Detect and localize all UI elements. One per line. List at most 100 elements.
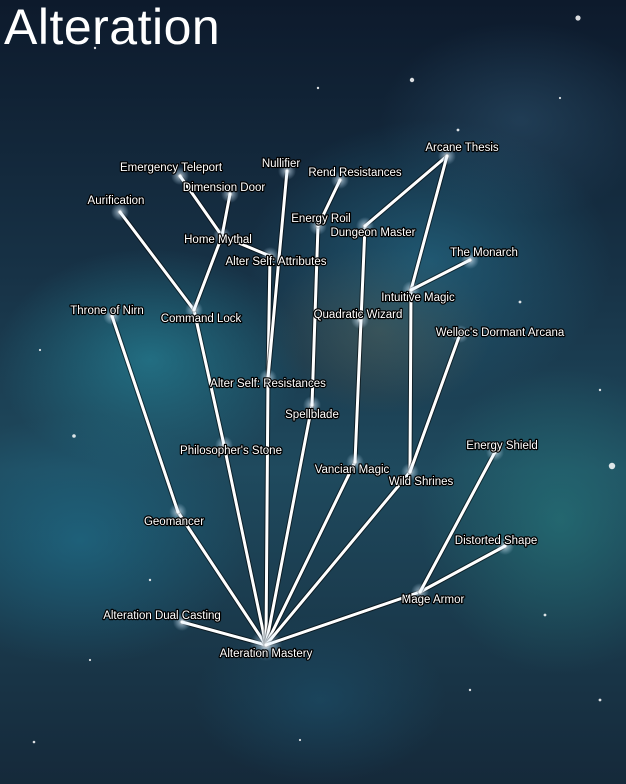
skill-node-wellocs-dormant-arcana[interactable]: Welloc's Dormant Arcana xyxy=(435,326,567,340)
skill-tree-title: Alteration xyxy=(4,0,221,55)
connection-alter-self-resistances-to-nullifier xyxy=(266,169,289,380)
background-star xyxy=(88,658,92,662)
node-glow-quadratic-wizard xyxy=(351,311,369,329)
skill-node-emergency-teleport[interactable]: Emergency Teleport xyxy=(119,161,224,175)
skill-node-energy-shield[interactable]: Energy Shield xyxy=(465,439,539,453)
node-glow-aurification xyxy=(111,203,129,221)
skill-node-home-mythal[interactable]: Home Mythal xyxy=(183,233,253,247)
background-stars xyxy=(32,15,616,744)
skill-node-intuitive-magic[interactable]: Intuitive Magic xyxy=(380,291,456,305)
node-glow-spellblade xyxy=(303,396,321,414)
skill-node-command-lock[interactable]: Command Lock xyxy=(160,312,243,326)
node-glow-rend-resistances xyxy=(331,171,349,189)
node-glow-home-mythal xyxy=(213,227,231,245)
node-glow-intuitive-magic xyxy=(402,281,420,299)
skill-node-throne-of-nirn[interactable]: Throne of Nirn xyxy=(69,304,145,318)
skill-node-philosophers-stone[interactable]: Philosopher's Stone xyxy=(179,444,283,458)
skill-node-dungeon-master[interactable]: Dungeon Master xyxy=(329,226,417,240)
node-glow-distorted-shape xyxy=(496,537,514,555)
connection-alteration-mastery-to-mage-armor xyxy=(264,590,422,647)
skill-node-quadratic-wizard[interactable]: Quadratic Wizard xyxy=(312,308,403,322)
connection-alteration-mastery-to-vancian-magic xyxy=(264,460,357,647)
background-star xyxy=(72,434,76,438)
background-star xyxy=(575,15,581,21)
skill-node-arcane-thesis[interactable]: Arcane Thesis xyxy=(424,141,500,155)
skill-node-distorted-shape[interactable]: Distorted Shape xyxy=(454,534,539,548)
skill-node-rend-resistances[interactable]: Rend Resistances xyxy=(307,166,403,180)
background-star xyxy=(598,388,602,392)
node-glow-alteration-dual-casting xyxy=(173,613,191,631)
connection-dungeon-master-to-arcane-thesis xyxy=(363,154,449,228)
background-star xyxy=(543,613,547,617)
skill-node-alter-self-attributes[interactable]: Alter Self: Attributes xyxy=(224,255,328,269)
skill-labels[interactable]: Alteration Mastery Alteration Dual Castin… xyxy=(69,141,567,661)
background-star xyxy=(316,86,320,90)
connection-philosophers-stone-to-command-lock xyxy=(192,308,226,447)
node-glow-alter-self-resistances xyxy=(259,369,277,387)
node-glow-nullifier xyxy=(278,162,296,180)
background-star xyxy=(93,46,97,50)
background-star xyxy=(32,740,36,744)
background-star xyxy=(518,300,522,304)
node-glow-arcane-thesis xyxy=(438,147,456,165)
connection-wild-shrines-to-intuitive-magic xyxy=(408,288,413,474)
skill-node-vancian-magic[interactable]: Vancian Magic xyxy=(314,463,391,477)
skill-connections xyxy=(109,153,508,648)
background-star xyxy=(38,348,42,352)
node-glow-vancian-magic xyxy=(346,453,364,471)
skill-node-alteration-mastery[interactable]: Alteration Mastery xyxy=(218,647,313,661)
node-glow-energy-shield xyxy=(486,443,504,461)
node-glow-wellocs-dormant-arcana xyxy=(451,325,469,343)
connection-alteration-mastery-to-spellblade xyxy=(264,403,314,647)
node-glow-dimension-door xyxy=(221,185,239,203)
node-glow-command-lock xyxy=(185,301,203,319)
connection-alteration-mastery-to-geomancer xyxy=(176,510,268,647)
skill-node-alteration-dual-casting[interactable]: Alteration Dual Casting xyxy=(102,609,222,623)
connection-alteration-mastery-to-wild-shrines xyxy=(264,470,412,647)
connection-vancian-magic-to-dungeon-master xyxy=(353,224,367,464)
node-glow-alter-self-attributes xyxy=(261,247,279,265)
connection-intuitive-magic-to-the-monarch xyxy=(409,258,472,292)
node-glow-geomancer xyxy=(169,503,187,521)
node-glow-dungeon-master xyxy=(356,217,374,235)
node-glow-philosophers-stone xyxy=(215,436,233,454)
connection-alteration-mastery-to-alter-self-resistances xyxy=(264,376,270,647)
skill-node-nullifier[interactable]: Nullifier xyxy=(261,157,302,171)
connection-spellblade-to-energy-roil xyxy=(310,224,320,407)
background-star xyxy=(468,688,472,692)
node-glow-throne-of-nirn xyxy=(103,307,121,325)
skill-node-glows xyxy=(103,147,514,661)
skill-node-spellblade[interactable]: Spellblade xyxy=(284,408,340,422)
skill-node-energy-roil[interactable]: Energy Roil xyxy=(290,212,352,226)
skill-node-geomancer[interactable]: Geomancer xyxy=(143,515,206,529)
background-star xyxy=(558,96,562,100)
node-glow-emergency-teleport xyxy=(171,167,189,185)
skill-node-alter-self-resistances[interactable]: Alter Self: Resistances xyxy=(209,377,327,391)
skill-node-dimension-door[interactable]: Dimension Door xyxy=(182,181,267,195)
background-star xyxy=(608,462,616,470)
connection-home-mythal-to-emergency-teleport xyxy=(178,174,224,238)
background-star xyxy=(598,698,602,702)
connection-command-lock-to-aurification xyxy=(118,210,196,312)
connection-intuitive-magic-to-arcane-thesis xyxy=(409,154,449,292)
background-star xyxy=(409,77,415,83)
node-glow-mage-armor xyxy=(411,583,429,601)
connection-mage-armor-to-energy-shield xyxy=(418,450,497,594)
connection-command-lock-to-home-mythal xyxy=(192,234,224,312)
node-glow-wild-shrines xyxy=(401,463,419,481)
connection-wild-shrines-to-wellocs-dormant-arcana xyxy=(408,332,462,474)
skill-node-the-monarch[interactable]: The Monarch xyxy=(449,246,519,260)
node-glow-energy-roil xyxy=(309,217,327,235)
background-star xyxy=(148,578,152,582)
skill-node-aurification[interactable]: Aurification xyxy=(86,194,145,208)
connection-alteration-mastery-to-philosophers-stone xyxy=(222,443,268,647)
background-star xyxy=(456,128,460,132)
connection-mage-armor-to-distorted-shape xyxy=(418,544,507,594)
skill-node-mage-armor[interactable]: Mage Armor xyxy=(400,593,465,607)
skill-node-wild-shrines[interactable]: Wild Shrines xyxy=(388,475,455,489)
background-star xyxy=(298,738,302,742)
node-glow-the-monarch xyxy=(461,251,479,269)
connection-geomancer-to-throne-of-nirn xyxy=(110,314,180,514)
node-glow-alteration-mastery xyxy=(250,629,282,661)
